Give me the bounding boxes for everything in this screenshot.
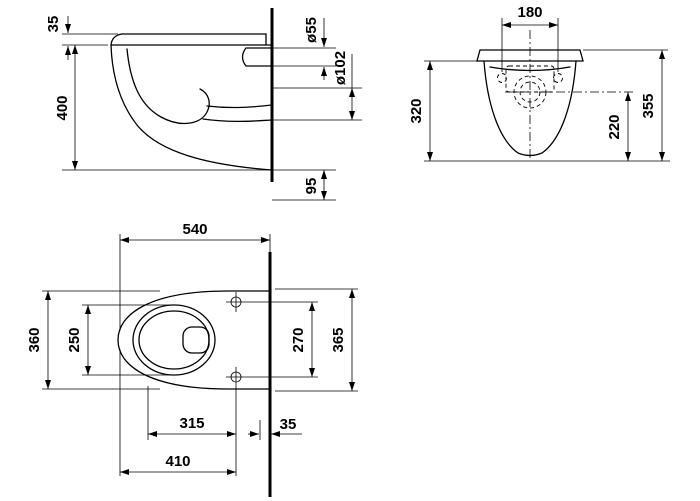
outlet-pipe-bottom <box>202 118 273 123</box>
dim-540: 540 <box>119 221 271 331</box>
dim-320: 320 <box>408 60 478 161</box>
dim-label-35-side: 35 <box>45 16 62 33</box>
fixing-hole-left-hidden <box>497 73 507 83</box>
dim-355: 355 <box>583 49 668 161</box>
dim-label-355: 355 <box>640 93 657 118</box>
fixing-holes <box>226 292 318 476</box>
dim-label-o102: ø102 <box>332 51 349 85</box>
dim-label-315: 315 <box>179 415 204 432</box>
dim-360: 360 <box>26 290 160 390</box>
dim-label-400: 400 <box>54 95 71 120</box>
bowl-inner-profile <box>126 48 210 125</box>
dim-flush-diameter: ø55 <box>272 17 336 80</box>
fixing-hole-right-hidden <box>553 73 563 83</box>
dim-35-side: 35 <box>45 16 118 60</box>
toilet-front-outline <box>476 49 584 157</box>
dim-label-365: 365 <box>330 327 347 352</box>
drain-opening <box>182 326 210 354</box>
toilet-plan-outline <box>117 290 271 390</box>
dim-label-360: 360 <box>26 327 43 352</box>
dim-400: 400 <box>54 45 272 171</box>
dim-drain-diameter: ø102 <box>272 51 362 121</box>
dim-365: 365 <box>275 288 358 392</box>
dim-label-320: 320 <box>408 98 425 123</box>
bowl-rim-outer <box>132 304 216 376</box>
bowl-rim-inner <box>138 310 210 370</box>
dim-label-180: 180 <box>517 4 542 21</box>
dim-95: 95 <box>272 169 336 201</box>
front-view: 180 320 220 355 <box>408 4 670 162</box>
dim-180: 180 <box>501 4 559 72</box>
plan-view: 540 360 250 270 365 315 <box>26 221 358 497</box>
outlet-pipe-top <box>206 104 273 109</box>
dim-label-o55: ø55 <box>303 17 320 43</box>
flush-inlet <box>241 47 273 67</box>
dim-250: 250 <box>66 304 172 376</box>
dim-label-540: 540 <box>182 221 207 238</box>
dim-315: 315 <box>147 386 236 440</box>
dim-label-250: 250 <box>66 327 83 352</box>
dim-label-95: 95 <box>303 178 320 195</box>
dim-220: 220 <box>606 92 631 161</box>
dim-label-220: 220 <box>606 114 623 139</box>
dim-label-35-plan: 35 <box>280 416 297 433</box>
hidden-internals <box>497 65 634 109</box>
toilet-side-outline <box>110 33 273 171</box>
dim-label-270: 270 <box>290 327 307 352</box>
side-view: 35 400 ø55 ø102 95 <box>45 8 362 201</box>
dim-label-410: 410 <box>165 453 190 470</box>
dim-270: 270 <box>290 302 315 377</box>
dim-410: 410 <box>119 349 236 476</box>
dim-35-plan: 35 <box>248 416 302 440</box>
